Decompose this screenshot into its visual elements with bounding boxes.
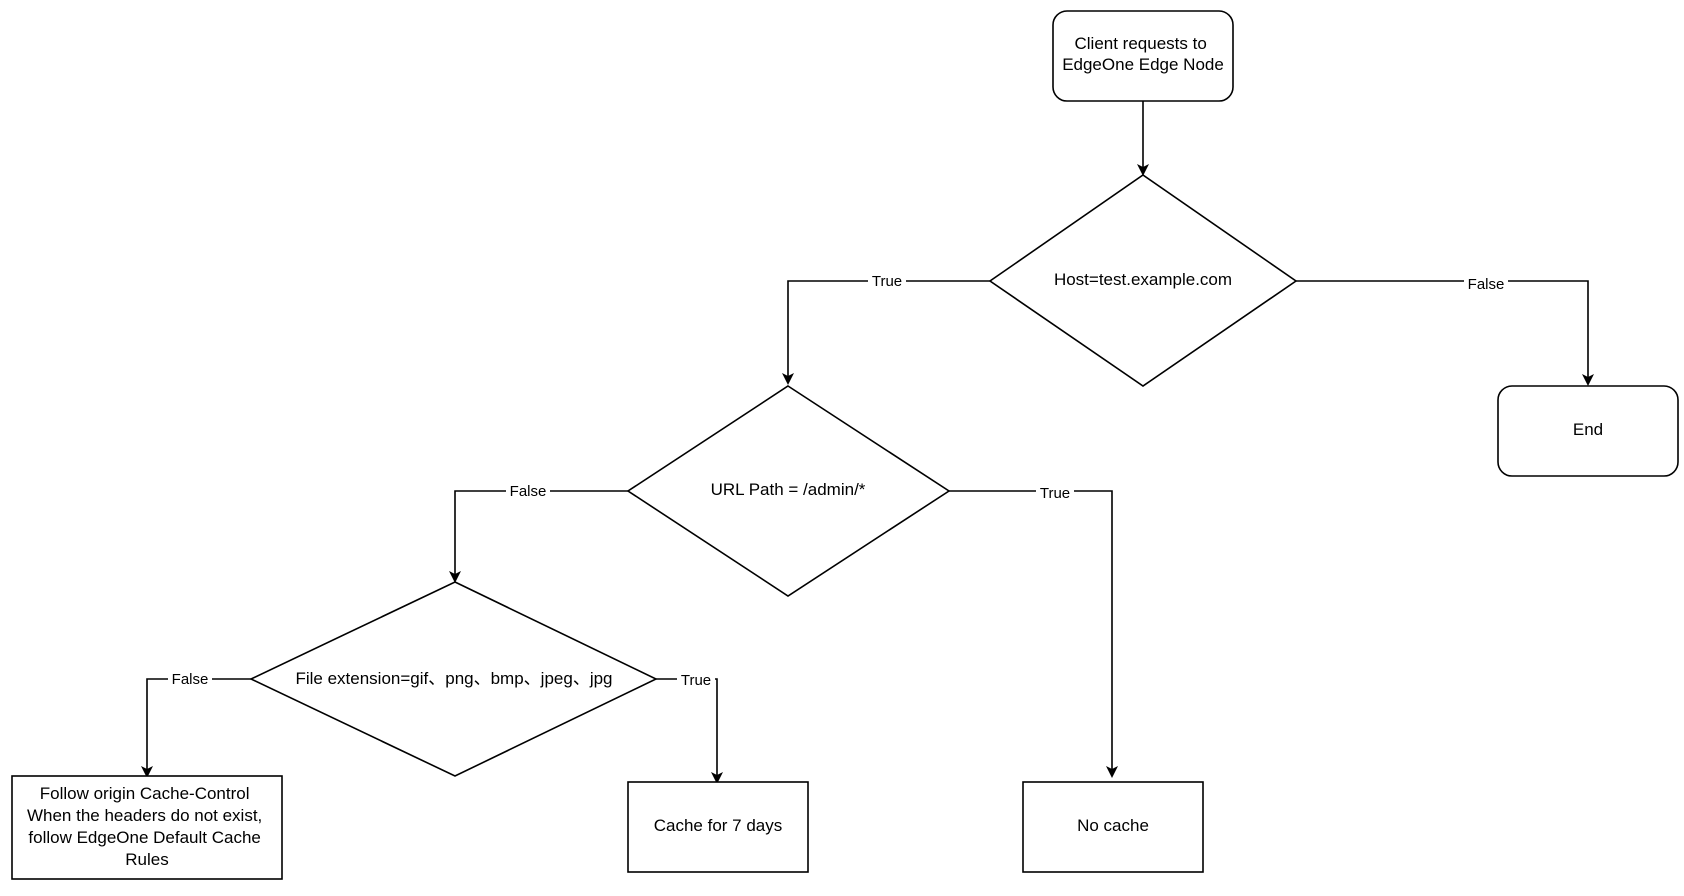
host-decision: Host=test.example.com bbox=[988, 174, 1298, 387]
edges: True False False True False True bbox=[141, 101, 1594, 784]
edge-label-url-false: False bbox=[510, 483, 547, 500]
start-node-label: Client requests to EdgeOne Edge Node bbox=[1062, 34, 1224, 74]
edge-label-host-false: False bbox=[1468, 276, 1505, 293]
nodes: Client requests to EdgeOne Edge Node Hos… bbox=[11, 10, 1679, 880]
edge-label-url-true: True bbox=[1040, 485, 1070, 502]
file-extension-decision: File extension=gif、png、bmp、jpeg、jpg bbox=[249, 581, 658, 777]
edge-host-true: True bbox=[782, 272, 990, 385]
follow-origin-node-label: Follow origin Cache-Control When the hea… bbox=[27, 784, 267, 869]
no-cache-node-label: No cache bbox=[1077, 816, 1149, 835]
cache-7-days-node-label: Cache for 7 days bbox=[654, 816, 783, 835]
url-path-decision: URL Path = /admin/* bbox=[626, 385, 951, 597]
cache-7-days-node: Cache for 7 days bbox=[627, 781, 809, 873]
start-node: Client requests to EdgeOne Edge Node bbox=[1052, 10, 1234, 102]
end-node-label: End bbox=[1573, 420, 1603, 439]
edge-label-host-true: True bbox=[872, 273, 902, 290]
follow-origin-node: Follow origin Cache-Control When the hea… bbox=[11, 775, 283, 880]
edge-ext-false: False bbox=[141, 671, 251, 778]
no-cache-node: No cache bbox=[1022, 781, 1204, 873]
host-decision-label: Host=test.example.com bbox=[1054, 270, 1232, 289]
edge-host-false: False bbox=[1296, 275, 1594, 386]
url-path-decision-label: URL Path = /admin/* bbox=[711, 480, 866, 499]
edge-url-false: False bbox=[449, 482, 628, 583]
file-extension-decision-label: File extension=gif、png、bmp、jpeg、jpg bbox=[295, 669, 612, 688]
end-node: End bbox=[1497, 385, 1679, 477]
edge-url-true: True bbox=[949, 485, 1118, 778]
edge-label-ext-true: True bbox=[681, 672, 711, 689]
edge-ext-true: True bbox=[656, 672, 723, 784]
edge-label-ext-false: False bbox=[172, 671, 209, 688]
